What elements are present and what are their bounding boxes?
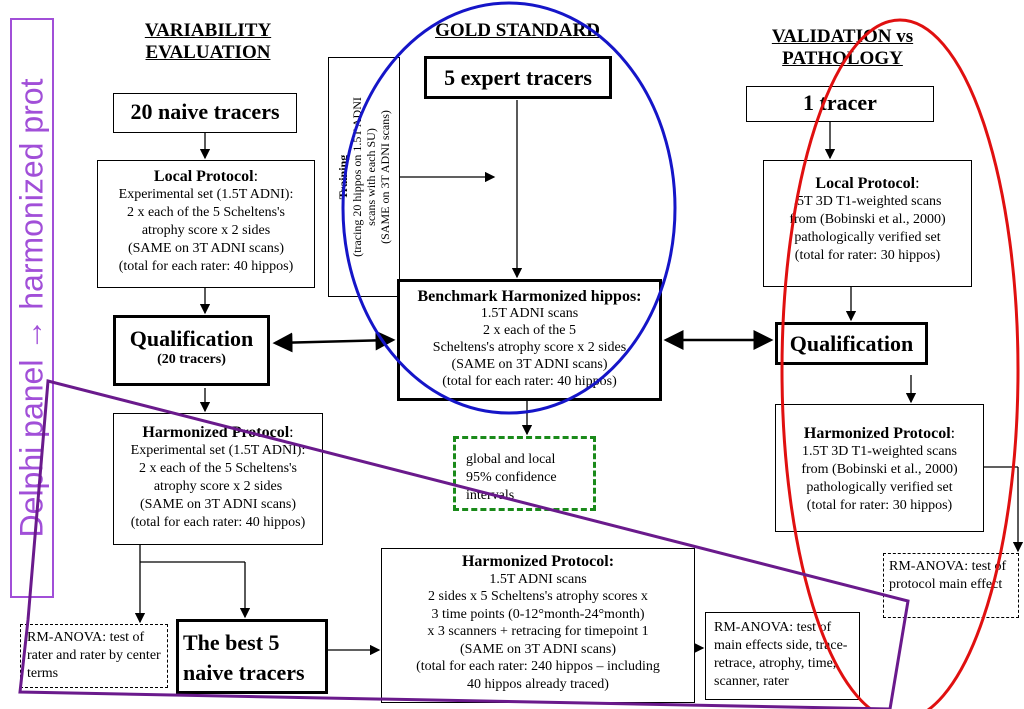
- gold-standard-ellipse: [341, 1, 677, 415]
- heading-gold-standard: GOLD STANDARD: [435, 20, 600, 41]
- harmonized-protocol-box-right: Harmonized Protocol: 1.5T 3D T1-weighted…: [775, 404, 984, 532]
- harmonized-protocol-box-left: Harmonized Protocol: Experimental set (1…: [113, 413, 323, 545]
- rm-anova-rater-box: RM-ANOVA: test of rater and rater by cen…: [20, 624, 168, 688]
- best-tracers-polygon: [18, 379, 910, 709]
- expert-tracers-box: 5 expert tracers: [424, 56, 612, 99]
- naive-tracers-box: 20 naive tracers: [113, 93, 297, 133]
- one-tracer-box: 1 tracer: [746, 86, 934, 122]
- validation-ellipse: [780, 18, 1020, 709]
- delphi-panel-label-box: Delphi panel → harmonized prot: [10, 18, 54, 598]
- rm-anova-protocol-box: RM-ANOVA: test of protocol main effect: [883, 553, 1019, 618]
- qualification-box-right: Qualification: [775, 322, 928, 365]
- training-box: Training (tracing 20 hippos on 1.5T ADNI…: [328, 57, 400, 297]
- qualification-box-left: Qualification (20 tracers): [113, 315, 270, 386]
- benchmark-box: Benchmark Harmonized hippos: 1.5T ADNI s…: [397, 279, 662, 401]
- rm-anova-main-effects-box: RM-ANOVA: test of main effects side, tra…: [705, 612, 860, 700]
- local-protocol-box-right: Local Protocol: .5T 3D T1-weighted scans…: [763, 160, 972, 287]
- best-five-box: The best 5 naive tracers: [176, 619, 328, 694]
- local-protocol-box-left: Local Protocol: Experimental set (1.5T A…: [97, 160, 315, 288]
- arrow-qual-benchmark: [272, 330, 396, 353]
